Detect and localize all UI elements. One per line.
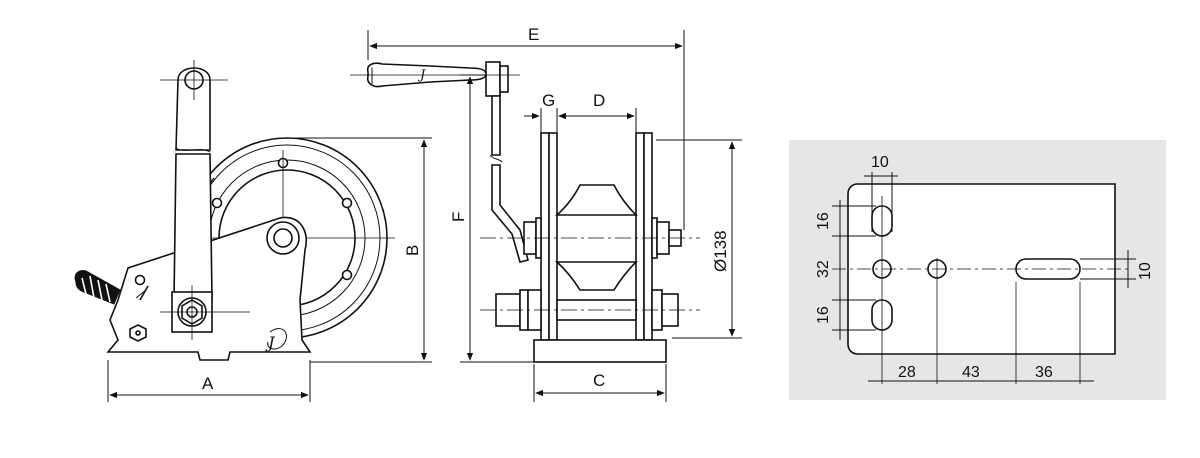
plate-spacing-top-label: 16 <box>815 212 832 230</box>
winch-side-view: J <box>74 60 395 361</box>
dimension-f-label: F <box>449 212 468 222</box>
dimension-g: G <box>524 91 574 133</box>
dimension-b-label: B <box>403 245 422 256</box>
drum-bolt-hole <box>211 197 223 209</box>
svg-text:J: J <box>417 68 426 83</box>
dimension-a-label: A <box>202 374 214 393</box>
dimension-diameter-label: Ø138 <box>711 230 730 272</box>
base-plate <box>533 339 667 363</box>
winch-front-view: J <box>350 61 700 363</box>
plate-hole-width-label: 10 <box>871 154 889 171</box>
crank-arm <box>175 67 211 151</box>
plate-spacing-bottom-label: 16 <box>815 306 832 324</box>
drum-bolt-hole <box>341 269 353 281</box>
dimension-e-label: E <box>528 25 539 44</box>
dimension-a: A <box>107 360 311 402</box>
plate-offset-2-label: 43 <box>962 364 980 381</box>
dimension-c: C <box>533 364 667 402</box>
drum-bolt-hole <box>341 197 353 209</box>
plate-offset-1-label: 28 <box>898 364 916 381</box>
dimension-diameter: Ø138 <box>656 139 742 339</box>
dimension-f: F <box>449 74 534 363</box>
dimension-b: B <box>295 137 432 363</box>
dimension-e: E <box>367 25 685 230</box>
dimension-d-label: D <box>593 91 605 110</box>
plate-slot-width-label: 10 <box>1137 262 1154 280</box>
ratchet-lever-grip <box>74 269 121 305</box>
plate-offset-3-label: 36 <box>1035 364 1053 381</box>
dimension-d: D <box>558 91 637 133</box>
mounting-plate-panel: 10 16 32 16 10 28 43 36 <box>789 140 1166 400</box>
plate-spacing-mid-label: 32 <box>815 260 832 278</box>
dimension-g-label: G <box>542 91 555 110</box>
mounting-plate-outline <box>847 183 1116 355</box>
dimension-c-label: C <box>593 371 605 390</box>
brand-logo: J <box>265 333 276 352</box>
